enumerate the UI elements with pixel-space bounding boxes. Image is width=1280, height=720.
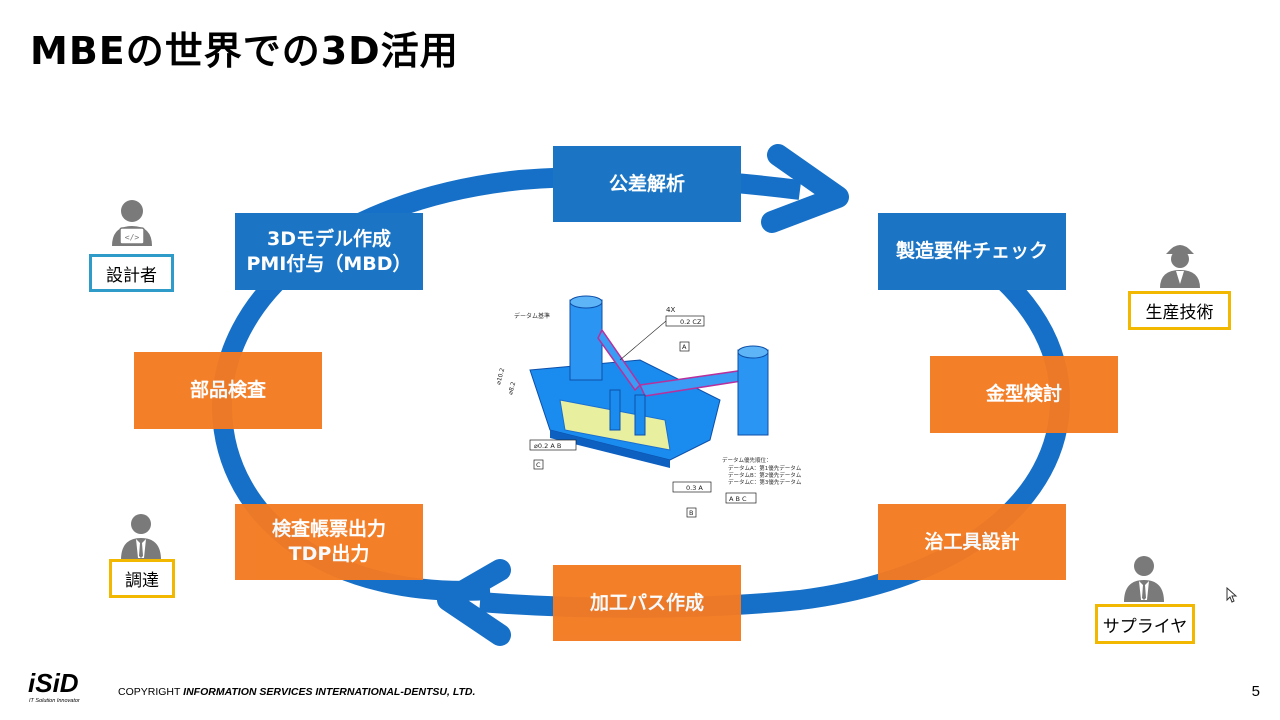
svg-text:</>: </> [125,233,140,242]
flatness-value: 0.2 CZ [680,318,702,326]
role-production-engineering: 生産技術 [1128,291,1231,330]
cad-model-illustration: データム基準 4X 0.2 CZ A ⌀10.2 ⌀8.2 ⌀0.2 A B C… [495,295,802,518]
model-creation-box: 3Dモデル作成 PMI付与（MBD） [235,213,423,290]
role-supplier: サプライヤ [1095,604,1195,644]
copyright-text: COPYRIGHT INFORMATION SERVICES INTERNATI… [118,686,475,698]
jig-design-box: 治工具設計 [878,504,1066,580]
qty-label: 4X [666,306,675,314]
role-designer: 設計者 [89,254,174,292]
datum-priority-b: データムB：第2優先データム [728,471,802,479]
engineer-hardhat-icon [1160,245,1200,288]
part-inspection-box: 部品検査 [134,352,322,429]
supplier-person-icon [1124,556,1164,602]
datum-b-label: B [689,509,693,517]
datum-c-label: C [536,461,541,469]
isid-logo: iSiD IT Solution Innovator [28,670,81,704]
mfg-requirement-check-box: 製造要件チェック [878,213,1066,290]
datum-frame: A B C [729,495,747,503]
page-number: 5 [1251,683,1260,700]
tolerance-analysis-box: 公差解析 [553,146,741,222]
slide-title: MBEの世界での3D活用 [30,29,459,73]
position-tolerance: ⌀0.2 A B [534,442,561,450]
mouse-cursor-icon [1226,587,1238,603]
svg-text:iSiD: iSiD [28,670,79,698]
dimension-1: ⌀10.2 [495,367,506,385]
datum-priority-c: データムC：第3優先データム [728,478,802,486]
datum-priority-title: データム優先順位： [722,456,772,464]
datum-a-label: A [682,343,687,351]
svg-text:IT Solution Innovator: IT Solution Innovator [29,698,81,704]
designer-person-icon: </> [112,200,152,246]
copyright-prefix: COPYRIGHT [118,686,181,698]
dimension-2: ⌀8.2 [507,381,517,396]
angularity-value: 0.3 A [686,484,703,492]
datum-priority-a: データムA：第1優先データム [728,464,802,472]
copyright-company: INFORMATION SERVICES INTERNATIONAL-DENTS… [183,686,476,698]
mold-review-box: 金型検討 [930,356,1118,433]
datum-note: データム基準 [514,312,550,320]
report-output-box: 検査帳票出力 TDP出力 [235,504,423,580]
toolpath-box: 加工パス作成 [553,565,741,641]
procurement-person-icon [121,514,161,560]
role-procurement: 調達 [109,559,175,598]
